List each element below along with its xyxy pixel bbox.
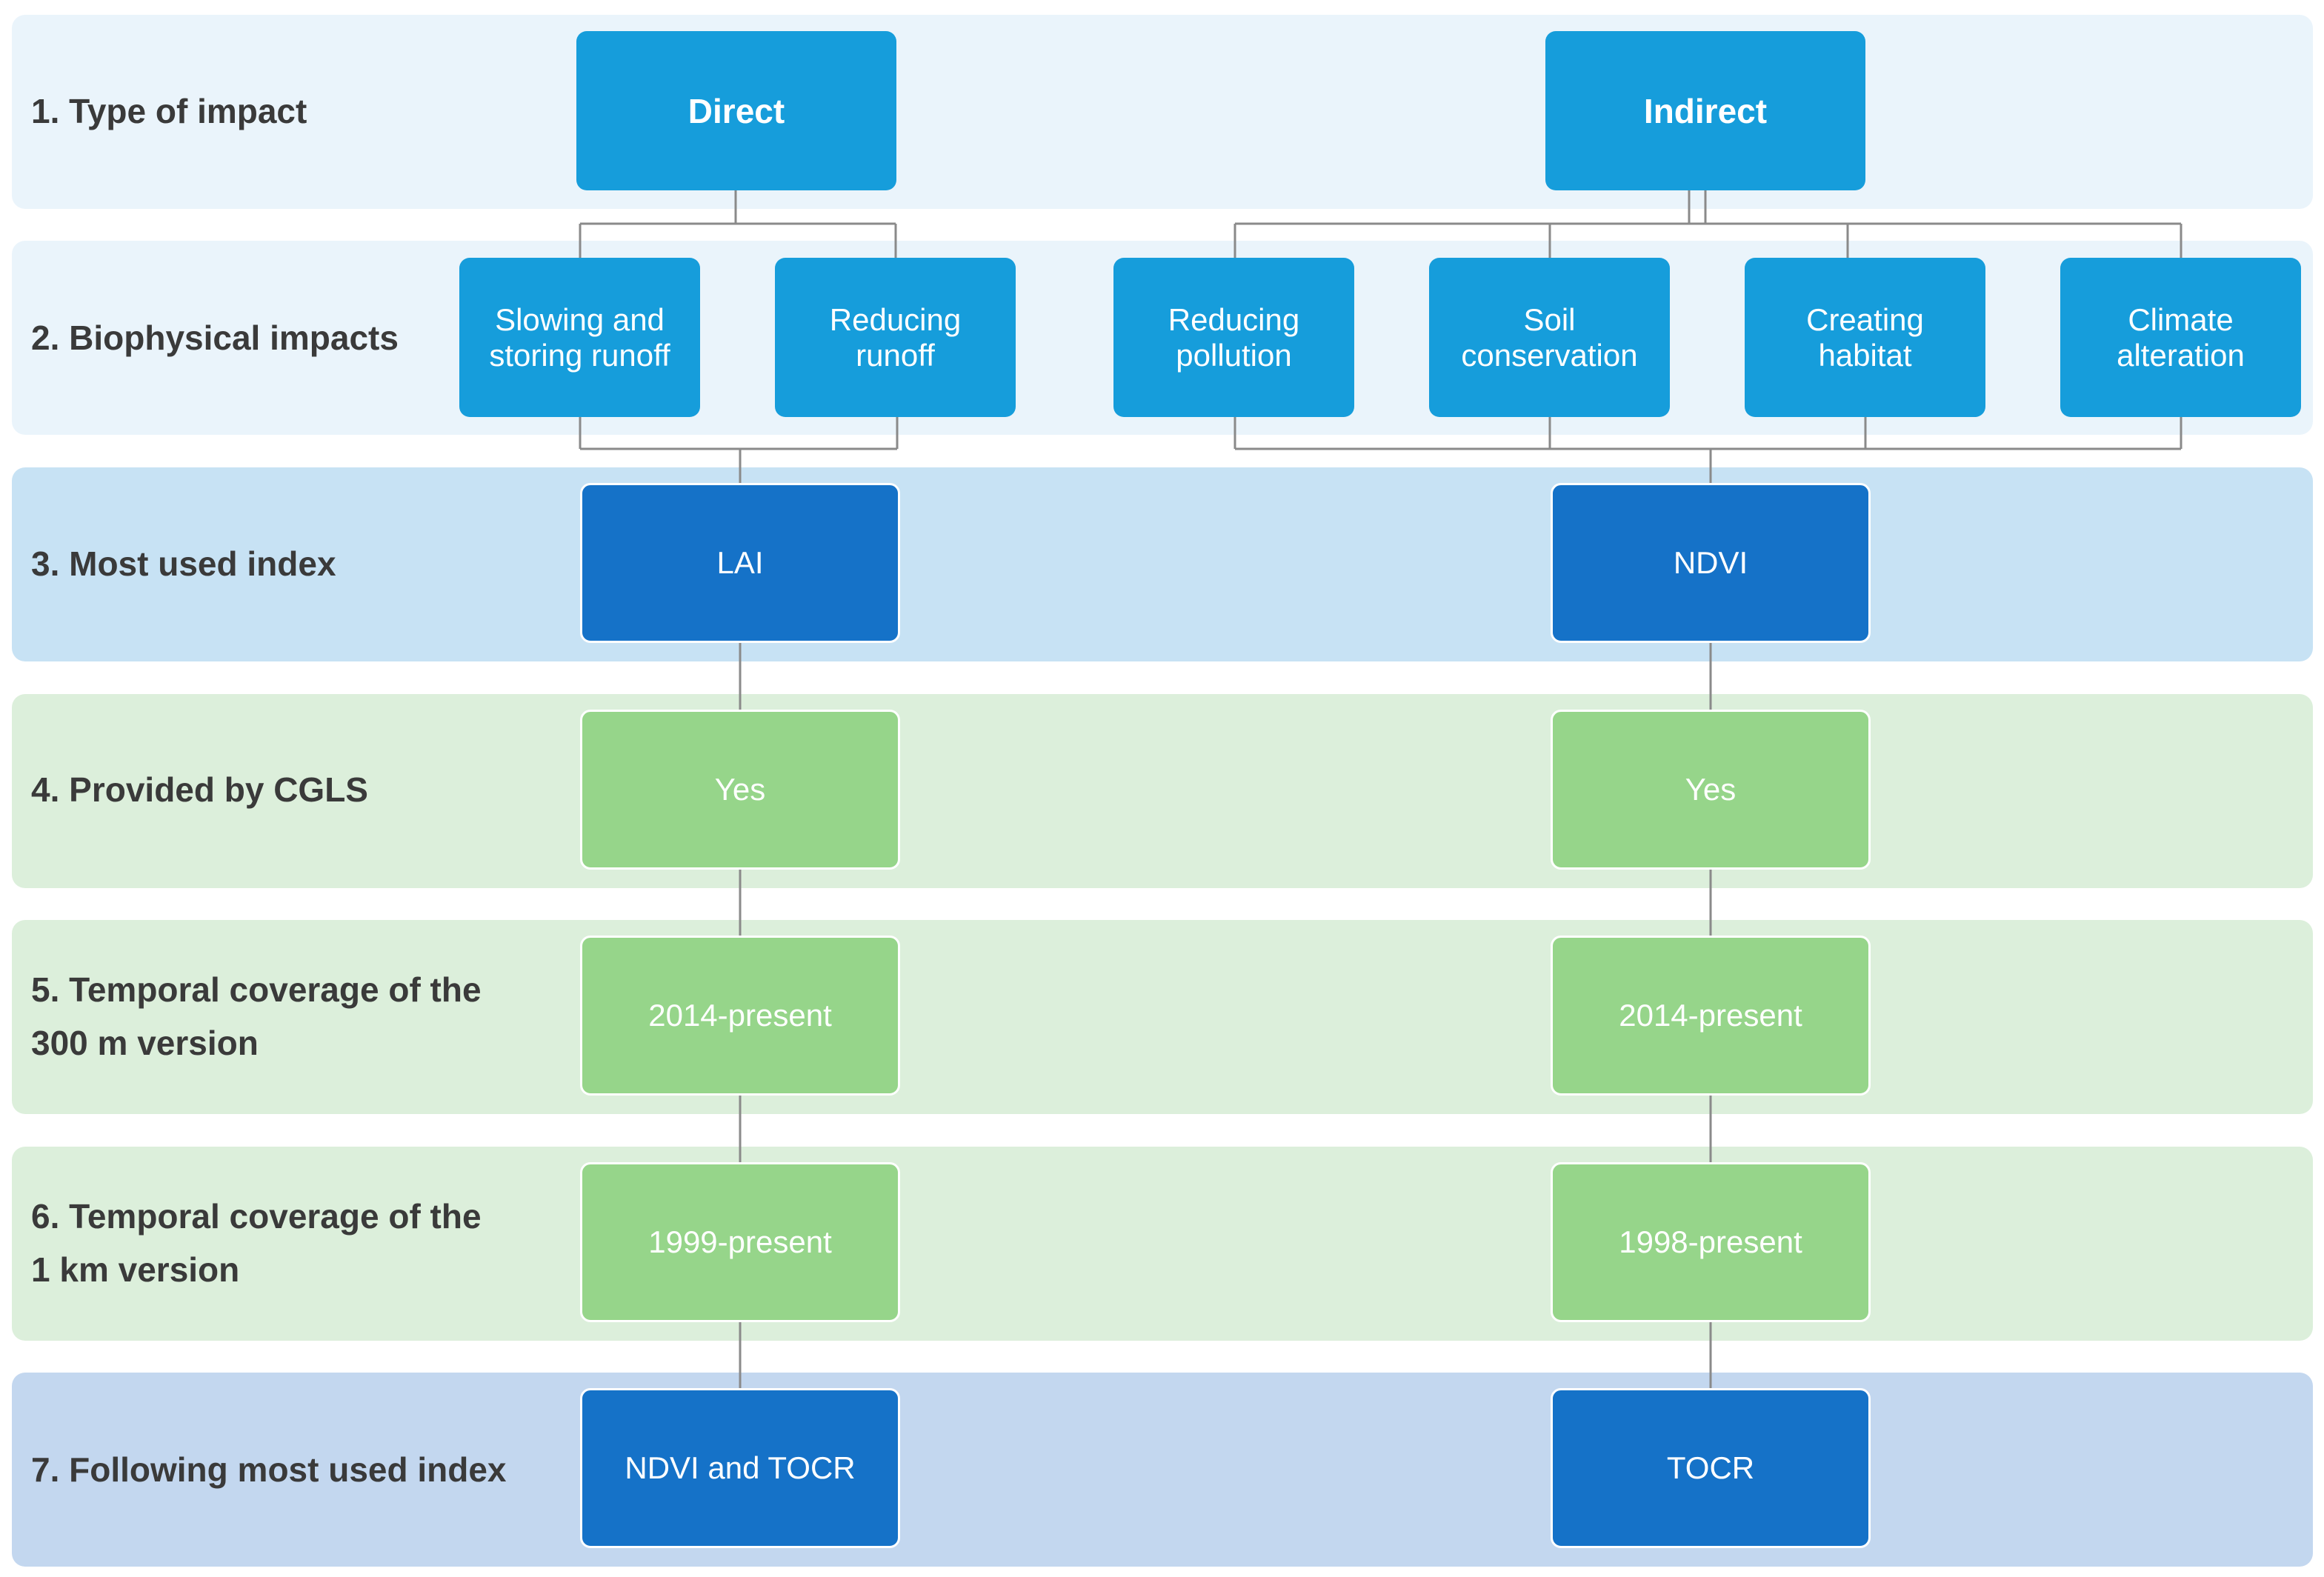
direct-node: Direct bbox=[576, 31, 896, 190]
row-band-1km bbox=[12, 1147, 2313, 1341]
climate-alteration-node: Climate alteration bbox=[2060, 258, 2301, 417]
direct-coverage-1km: 1999-present bbox=[580, 1162, 900, 1322]
indirect-following-index: TOCR bbox=[1551, 1388, 1871, 1548]
row-label-following: 7. Following most used index bbox=[31, 1450, 507, 1489]
row-band-300m bbox=[12, 920, 2313, 1114]
indirect-most-used-index: NDVI bbox=[1551, 483, 1871, 643]
row-band-most-used bbox=[12, 467, 2313, 661]
row-band-following bbox=[12, 1373, 2313, 1567]
indirect-node: Indirect bbox=[1545, 31, 1865, 190]
indirect-provided-by-cgls: Yes bbox=[1551, 710, 1871, 870]
direct-following-index: NDVI and TOCR bbox=[580, 1388, 900, 1548]
row-band-cgls bbox=[12, 694, 2313, 888]
direct-provided-by-cgls: Yes bbox=[580, 710, 900, 870]
direct-most-used-index: LAI bbox=[580, 483, 900, 643]
row-label-biophysical: 2. Biophysical impacts bbox=[31, 319, 399, 357]
row-label-300m: 5. Temporal coverage of the 300 m versio… bbox=[31, 970, 482, 1062]
soil-conservation-node: Soil conservation bbox=[1429, 258, 1670, 417]
row-label-most-used: 3. Most used index bbox=[31, 544, 336, 583]
reducing-runoff-node: Reducing runoff bbox=[775, 258, 1016, 417]
row-label-1km: 6. Temporal coverage of the 1 km version bbox=[31, 1197, 482, 1289]
row-label-type: 1. Type of impact bbox=[31, 92, 307, 130]
creating-habitat-node: Creating habitat bbox=[1745, 258, 1985, 417]
row-band-type bbox=[12, 15, 2313, 209]
indirect-coverage-1km: 1998-present bbox=[1551, 1162, 1871, 1322]
reducing-pollution-node: Reducing pollution bbox=[1113, 258, 1354, 417]
indirect-coverage-300m: 2014-present bbox=[1551, 936, 1871, 1096]
direct-coverage-300m: 2014-present bbox=[580, 936, 900, 1096]
slowing-storing-runoff-node: Slowing and storing runoff bbox=[459, 258, 700, 417]
row-label-cgls: 4. Provided by CGLS bbox=[31, 770, 368, 809]
